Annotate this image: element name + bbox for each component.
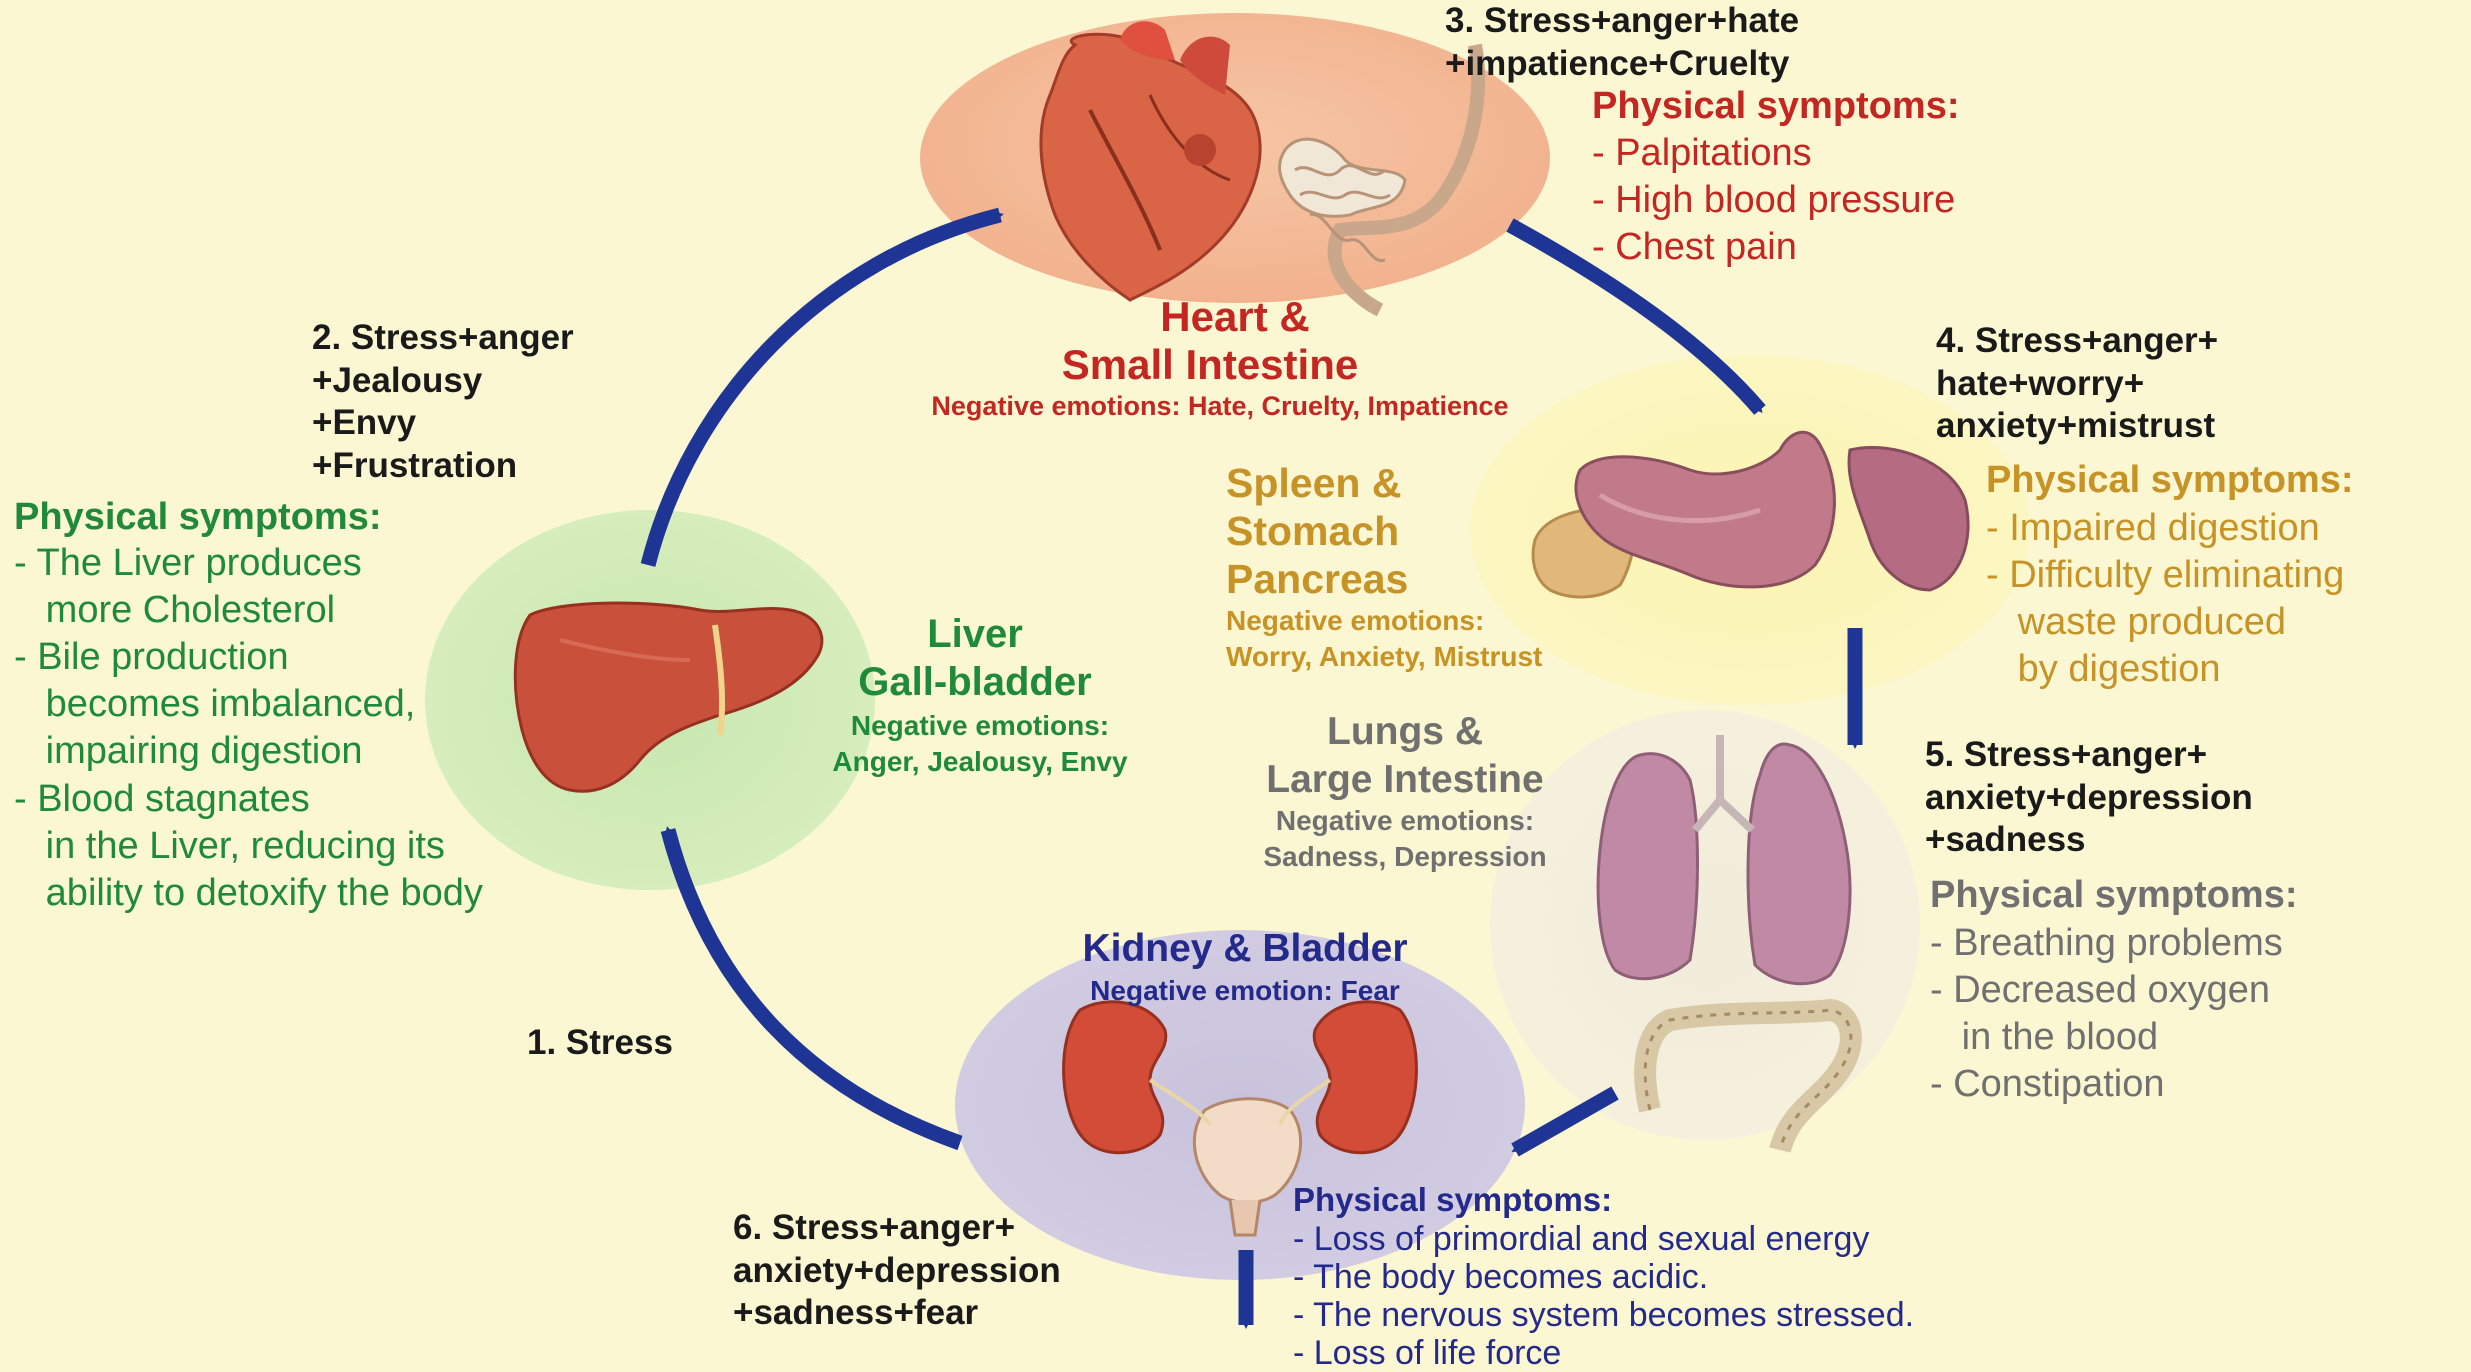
start-stress-label: 1. Stress xyxy=(527,1022,673,1065)
spleen-stress-label: 4. Stress+anger+ hate+worry+ anxiety+mis… xyxy=(1936,320,2218,448)
spleen-title: Spleen & Stomach Pancreas xyxy=(1226,460,1408,604)
lungs-stress-label: 5. Stress+anger+ anxiety+depression +sad… xyxy=(1925,734,2253,862)
liver-symptoms-title: Physical symptoms: xyxy=(14,497,381,539)
heart-negative-emotions: Negative emotions: Hate, Cruelty, Impati… xyxy=(800,392,1640,422)
liver-negative-emotions: Negative emotions: Anger, Jealousy, Envy xyxy=(770,708,1190,781)
lungs-negative-emotions: Negative emotions: Sadness, Depression xyxy=(1210,803,1600,876)
heart-title-line1: Heart & xyxy=(1110,294,1360,340)
spleen-negative-emotions: Negative emotions: Worry, Anxiety, Mistr… xyxy=(1226,603,1542,676)
heart-symptoms-title: Physical symptoms: xyxy=(1592,86,1959,128)
arrow-liver-to-heart xyxy=(648,215,1000,565)
arrow-lungs-to-kidney xyxy=(1515,1093,1615,1150)
heart-stress-label: 3. Stress+anger+hate +impatience+Cruelty xyxy=(1445,0,1799,85)
liver-title-line1: Liver xyxy=(840,612,1110,656)
kidney-symptoms-title: Physical symptoms: xyxy=(1293,1182,1612,1218)
heart-symptoms-list: - Palpitations - High blood pressure - C… xyxy=(1592,130,1955,271)
kidney-symptoms-list: - Loss of primordial and sexual energy -… xyxy=(1293,1220,1914,1372)
liver-title-line2: Gall-bladder xyxy=(790,660,1160,704)
lungs-symptoms-list: - Breathing problems - Decreased oxygen … xyxy=(1930,920,2283,1108)
kidney-stress-label: 6. Stress+anger+ anxiety+depression +sad… xyxy=(733,1207,1061,1335)
lungs-symptoms-title: Physical symptoms: xyxy=(1930,875,2297,917)
spleen-symptoms-list: - Impaired digestion - Difficulty elimin… xyxy=(1986,505,2344,693)
lungs-title: Lungs & Large Intestine xyxy=(1190,708,1620,804)
kidney-title: Kidney & Bladder xyxy=(1000,928,1490,971)
kidney-negative-emotions: Negative emotion: Fear xyxy=(1030,976,1460,1007)
heart-title-line2: Small Intestine xyxy=(985,342,1435,388)
liver-stress-label: 2. Stress+anger +Jealousy +Envy +Frustra… xyxy=(312,317,574,488)
liver-symptoms-list: - The Liver produces more Cholesterol - … xyxy=(14,540,483,917)
spleen-symptoms-title: Physical symptoms: xyxy=(1986,460,2353,502)
